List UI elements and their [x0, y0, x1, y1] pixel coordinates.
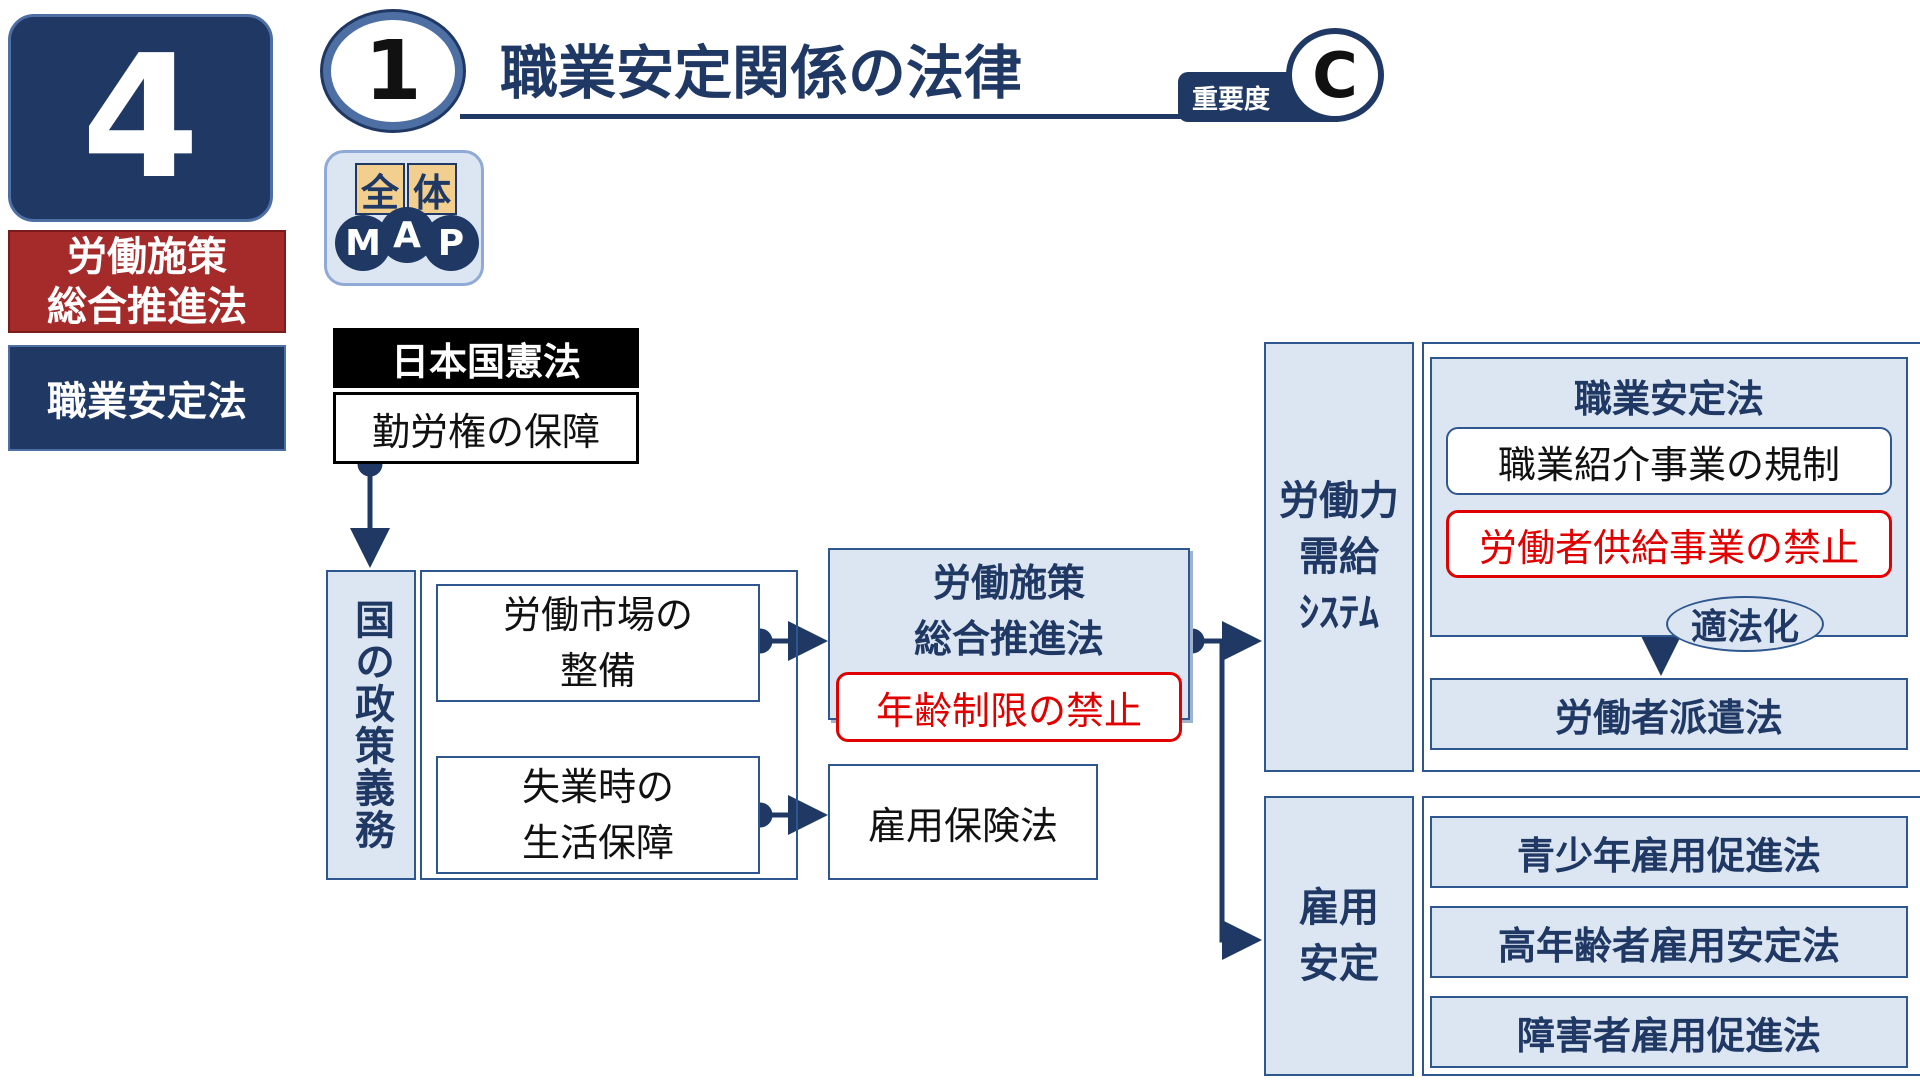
page-title: 職業安定関係の法律 — [500, 39, 1023, 107]
tag-employment-security-law[interactable]: 職業安定法 — [8, 345, 286, 451]
livelihood-security: 失業時の 生活保障 — [436, 756, 760, 874]
arrow-to-employment-stability — [1219, 641, 1262, 960]
promotion-law-title: 労働施策 総合推進法 — [913, 561, 1104, 661]
tag-labor-policy-law[interactable]: 労働施策 総合推進法 — [8, 230, 286, 333]
employment-security-law-title: 職業安定法 — [1573, 376, 1764, 421]
policy-duty-group — [420, 570, 798, 880]
disability-employment-law[interactable]: 障害者雇用促進法 — [1430, 996, 1908, 1068]
employment-insurance-law[interactable]: 雇用保険法 — [828, 764, 1098, 880]
map-char-tai: 体 — [407, 163, 457, 215]
job-placement-regulation: 職業紹介事業の規制 — [1446, 427, 1892, 495]
labor-supply-system: 労働力 需給 ｼｽﾃﾑ — [1264, 342, 1414, 772]
constitution-header: 日本国憲法 — [333, 328, 639, 388]
employment-stability: 雇用 安定 — [1264, 796, 1414, 1076]
chapter-number-badge: 4 — [8, 14, 273, 222]
youth-employment-law[interactable]: 青少年雇用促進法 — [1430, 816, 1908, 888]
employment-security-law-box[interactable]: 職業安定法 — [1430, 357, 1908, 637]
supply-system-group — [1422, 342, 1920, 772]
map-char-zen: 全 — [355, 163, 405, 215]
map-letter-p: P — [423, 215, 479, 271]
legalization-label: 適法化 — [1666, 596, 1824, 652]
title-underline — [460, 114, 1340, 119]
age-limit-ban-note: 年齢制限の禁止 — [836, 672, 1182, 742]
stability-group — [1422, 796, 1920, 1076]
constitution-item: 勤労権の保障 — [333, 392, 639, 464]
importance-grade-circle: C — [1286, 28, 1384, 122]
section-number-circle: 1 — [323, 12, 463, 130]
labor-supply-ban: 労働者供給事業の禁止 — [1446, 510, 1892, 578]
overall-map-icon[interactable]: 全 体 M A P — [324, 150, 484, 286]
national-policy-duty: 国の政策義務 — [326, 570, 416, 880]
elderly-employment-law[interactable]: 高年齢者雇用安定法 — [1430, 906, 1908, 978]
worker-dispatch-law[interactable]: 労働者派遣法 — [1430, 678, 1908, 750]
labor-market-maintenance: 労働市場の 整備 — [436, 584, 760, 702]
